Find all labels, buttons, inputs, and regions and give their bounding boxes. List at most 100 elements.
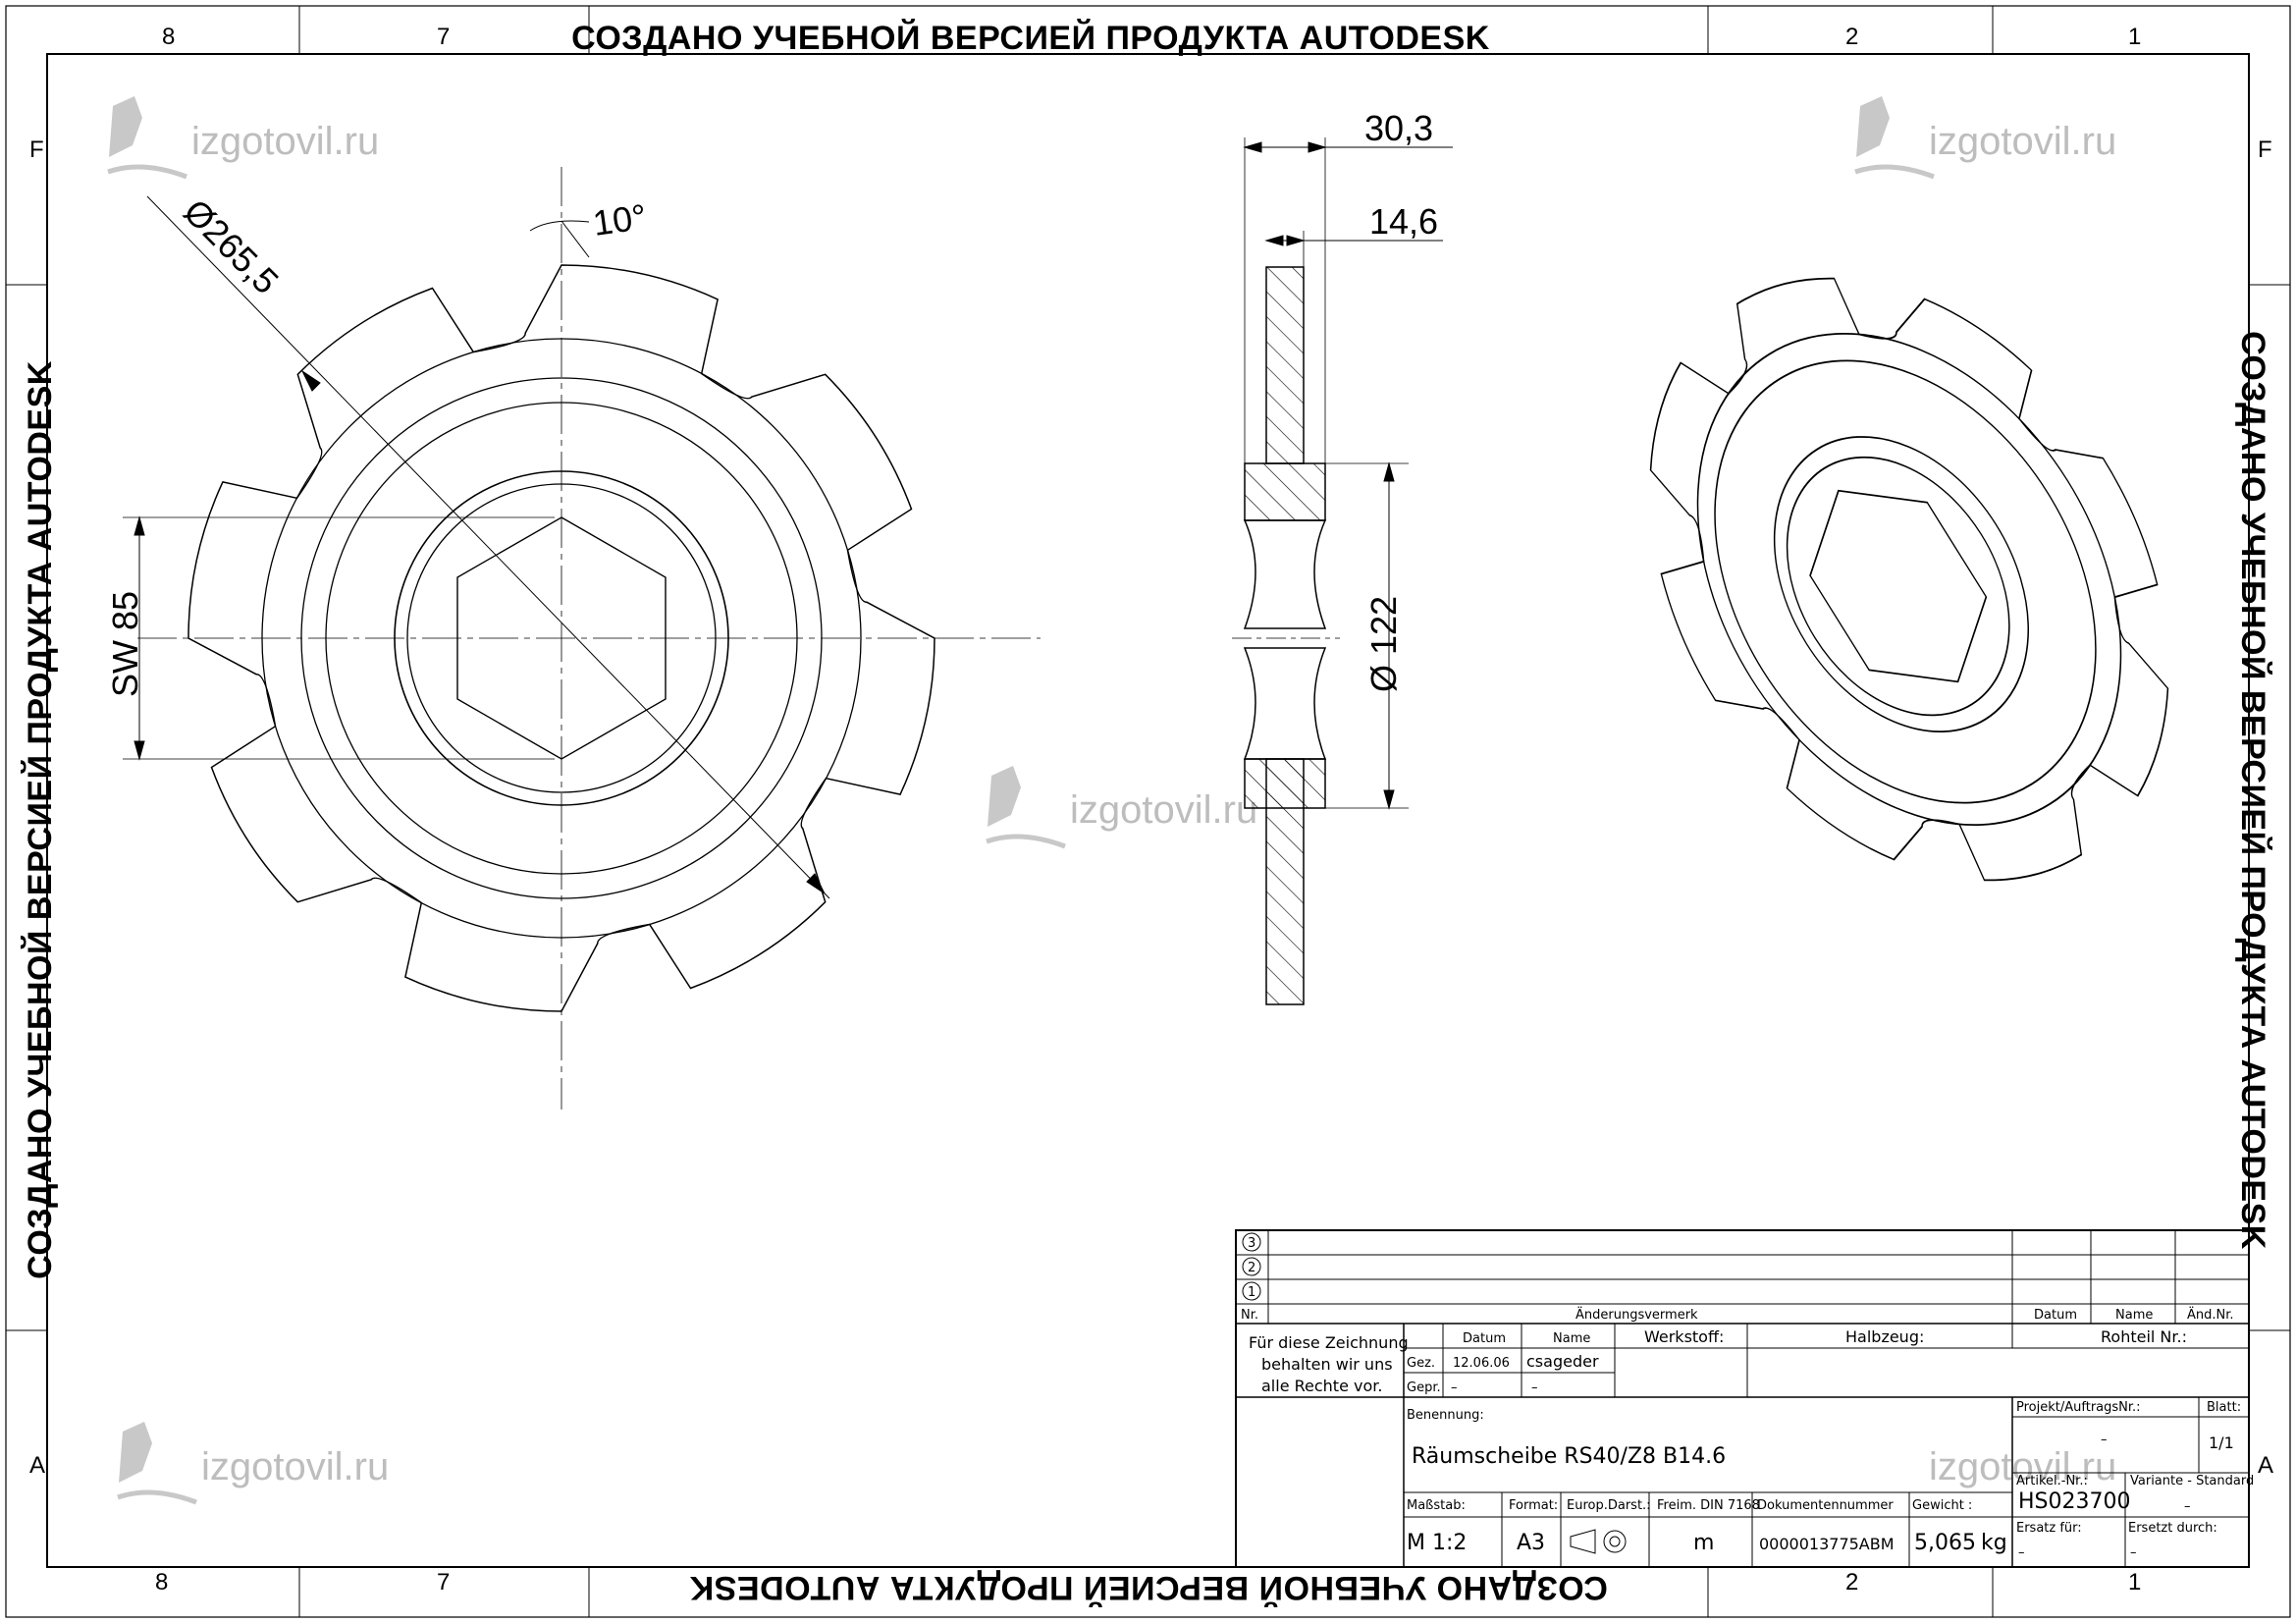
bore-circle [394, 470, 729, 806]
copyright-line-3: alle Rechte vor. [1261, 1377, 1382, 1395]
section-bore [1243, 519, 1327, 629]
halbzeug-label: Halbzeug: [1845, 1327, 1924, 1346]
copyright-line-1: Für diese Zeichnung [1249, 1333, 1409, 1352]
change-label: Änderungsvermerk [1575, 1307, 1698, 1323]
watermark-right: СОЗДАНО УЧЕБНОЙ ВЕРСИЕЙ ПРОДУКТА AUTODES… [2234, 331, 2272, 1250]
iso-ring-1 [1696, 332, 2122, 827]
zone-col-8-top: 8 [162, 24, 175, 50]
werkstoff-label: Werkstoff: [1644, 1327, 1724, 1346]
dim-thickness-hub: 14,6 [1369, 201, 1438, 242]
dim-hub-arrow-1 [1264, 235, 1284, 246]
dim-total-arrow-2 [1308, 141, 1327, 153]
dim-angle: 10° [590, 196, 649, 243]
variante-value: – [2184, 1499, 2191, 1514]
title-block [1235, 1229, 2250, 1568]
zone-col-2-top: 2 [1845, 24, 1858, 50]
zone-row-f-left: F [29, 136, 44, 163]
variante-label: Variante - Standard [2130, 1474, 2254, 1488]
iso-ring-2 [1714, 359, 2097, 804]
massstab-label: Maßstab: [1407, 1498, 1466, 1513]
artikel-label: Artikel.-Nr.: [2016, 1474, 2088, 1488]
benennung-value: Räumscheibe RS40/Z8 B14.6 [1412, 1444, 1726, 1469]
gepr-name: – [1531, 1380, 1538, 1395]
projekt-value: – [2101, 1433, 2108, 1447]
ersatz-fuer-label: Ersatz für: [2016, 1521, 2082, 1536]
zone-col-2-bottom: 2 [1845, 1569, 1858, 1596]
gear-outline [187, 264, 935, 1012]
iso-ring-3 [1773, 436, 2029, 732]
sw-arrow-top [133, 515, 145, 536]
hex-socket [456, 516, 667, 760]
rohteil-label: Rohteil Nr.: [2101, 1327, 2187, 1346]
revision-markers [1242, 1232, 1261, 1301]
svg-text:izgotovil.ru: izgotovil.ru [191, 120, 379, 163]
bore-inner-circle [406, 483, 717, 793]
massstab-value: M 1:2 [1407, 1531, 1467, 1555]
ersatz-fuer-value: – [2018, 1545, 2025, 1560]
dim-diameter-outer: Ø265,5 [176, 191, 286, 301]
watermark-top: СОЗДАНО УЧЕБНОЙ ВЕРСИЕЙ ПРОДУКТА AUTODES… [571, 19, 1490, 57]
zone-row-f-right: F [2258, 136, 2272, 163]
name-header: Name [2115, 1308, 2153, 1323]
zone-col-7-bottom: 7 [437, 1569, 450, 1596]
watermark-bottom: СОЗДАНО УЧЕБНОЙ ВЕРСИЕЙ ПРОДУКТА AUTODES… [689, 1569, 1608, 1607]
projekt-label: Projekt/AuftragsNr.: [2016, 1400, 2141, 1415]
datum-header: Datum [2034, 1308, 2077, 1323]
blatt-label: Blatt: [2207, 1400, 2241, 1415]
section-hub-bottom [1244, 758, 1326, 809]
sw-arrow-bottom [133, 740, 145, 761]
zone-row-a-right: A [2258, 1452, 2273, 1479]
freim-label: Freim. DIN 7168 [1657, 1498, 1760, 1513]
iso-ring-4 [1786, 456, 2010, 717]
rev-num-2: 2 [1248, 1261, 1255, 1275]
ersetzt-durch-value: – [2130, 1545, 2137, 1560]
blatt-value: 1/1 [2209, 1434, 2234, 1452]
dim-hub-arrow-2 [1286, 235, 1306, 246]
zone-col-1-bottom: 1 [2128, 1569, 2141, 1596]
format-label: Format: [1509, 1498, 1558, 1513]
dim-thickness-total: 30,3 [1364, 108, 1433, 148]
doknr-label: Dokumentennummer [1757, 1498, 1894, 1513]
datum-label: Datum [1463, 1331, 1506, 1346]
name-label: Name [1553, 1331, 1590, 1346]
site-logo-5: izgotovil.ru [1929, 1445, 2116, 1488]
gez-name: csageder [1526, 1352, 1599, 1371]
freim-value: m [1693, 1531, 1714, 1555]
zone-row-a-left: A [29, 1452, 45, 1479]
iso-gear-outline [1649, 277, 2169, 882]
diameter-leader [146, 195, 830, 899]
artikel-value: HS023700 [2018, 1489, 2131, 1514]
svg-text:izgotovil.ru: izgotovil.ru [201, 1445, 389, 1488]
gepr-date: – [1451, 1380, 1458, 1395]
section-bore-2 [1243, 647, 1327, 760]
watermark-left: СОЗДАНО УЧЕБНОЙ ВЕРСИЕЙ ПРОДУКТА AUTODES… [21, 360, 59, 1279]
ring-outer [261, 338, 862, 939]
doknr-value: 0000013775ABM [1759, 1535, 1895, 1553]
front-view [123, 167, 1041, 1109]
angle-arc [529, 220, 590, 232]
gez-label: Gez. [1407, 1356, 1435, 1371]
zone-col-7-top: 7 [437, 24, 450, 50]
rev-num-3: 3 [1248, 1236, 1255, 1251]
site-logo-3: izgotovil.ru [986, 766, 1257, 849]
iso-hex [1809, 489, 1988, 683]
ersetzt-durch-label: Ersetzt durch: [2128, 1521, 2217, 1536]
dim-bore-arrow-1 [1383, 461, 1395, 482]
diameter-arrow-1 [300, 369, 321, 392]
dim-sw: SW 85 [105, 591, 145, 697]
section-hub-top [1244, 462, 1326, 521]
aend-header: Änd.Nr. [2187, 1307, 2234, 1323]
ring-2 [300, 377, 823, 899]
ring-3 [325, 402, 798, 875]
benennung-label: Benennung: [1407, 1408, 1484, 1423]
copyright-line-2: behalten wir uns [1261, 1355, 1393, 1374]
svg-text:izgotovil.ru: izgotovil.ru [1070, 788, 1257, 832]
section-flange-top [1265, 266, 1305, 464]
outer-border [5, 5, 2291, 1618]
gewicht-value: 5,065 [1914, 1531, 1976, 1555]
section-view [1232, 137, 1453, 1005]
angle-ext-line [561, 220, 590, 258]
svg-text:izgotovil.ru: izgotovil.ru [1929, 120, 2116, 163]
gewicht-label: Gewicht : [1912, 1498, 1972, 1513]
